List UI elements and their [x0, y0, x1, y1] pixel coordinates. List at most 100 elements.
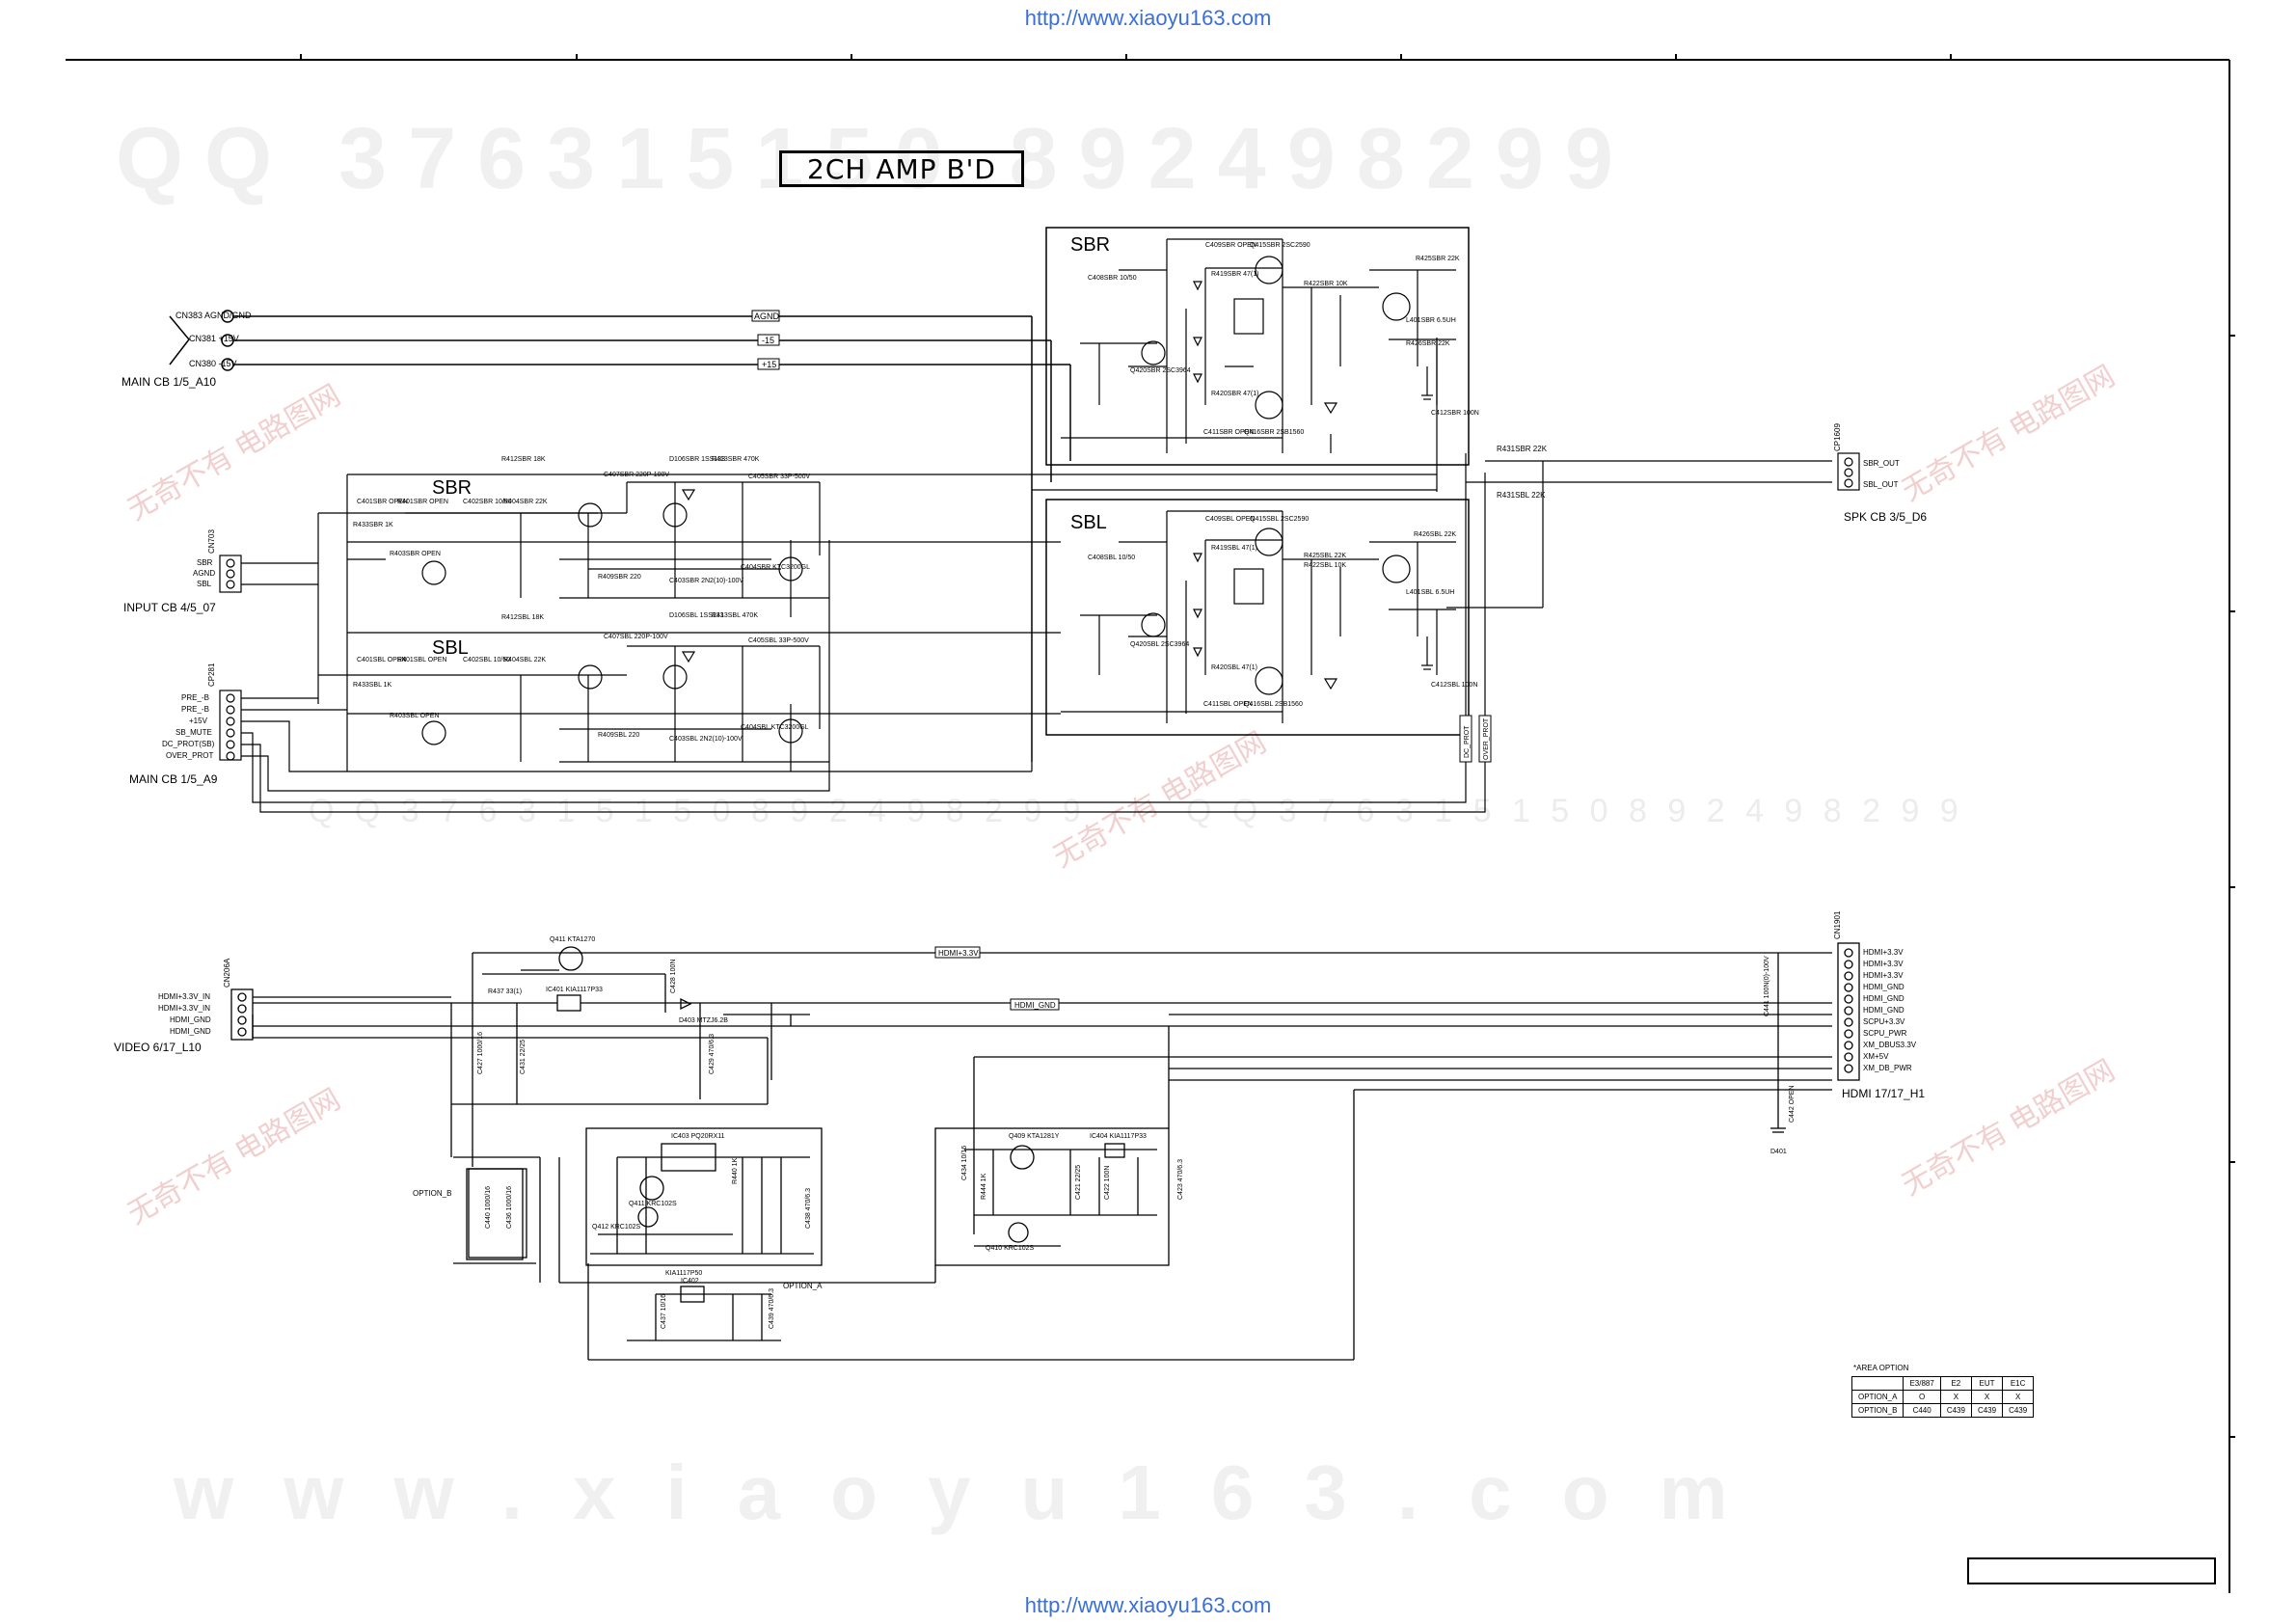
- part-c407sbr: C407SBR 220P-100V: [604, 472, 669, 478]
- part-r413sbl: R413SBL 470K: [712, 612, 758, 619]
- sbl-output-block: [1045, 499, 1470, 736]
- a9-pin-3: +15V: [189, 717, 208, 725]
- sbl-pre-title: SBL: [432, 637, 469, 659]
- part-r409sbr: R409SBR 220: [598, 574, 641, 581]
- part-q410: Q410 KRC102S: [986, 1245, 1035, 1252]
- input-pin-sbr: SBR: [197, 558, 213, 567]
- part-c402sbl: C402SBL 10/50: [463, 657, 510, 663]
- a9-pin-1: PRE_-B: [181, 693, 209, 702]
- hdmi-pin-1: HDMI+3.3V: [1863, 948, 1904, 957]
- part-c408sbl: C408SBL 10/50: [1088, 555, 1135, 561]
- spk-pin-sbl-out: SBL_OUT: [1863, 480, 1899, 489]
- part-c411sbl: C411SBL OPEN: [1203, 701, 1253, 708]
- part-c412sbl: C412SBL 100N: [1431, 682, 1477, 689]
- table-cell: EUT: [1970, 1376, 2004, 1391]
- part-l401sbl: L401SBL 6.5UH: [1406, 589, 1454, 596]
- part-r426sbr: R426SBR 22K: [1406, 340, 1450, 347]
- a9-pin-6: OVER_PROT: [166, 751, 213, 760]
- watermark-cn-4: 无奇不有 电路图网: [1897, 1054, 2120, 1202]
- hdmi-pin-8: SCPU_PWR: [1863, 1029, 1907, 1038]
- area-option-title: *AREA OPTION: [1853, 1364, 1909, 1372]
- hdmi-pin-3: HDMI+3.3V: [1863, 971, 1904, 980]
- part-c423: C423 470/6.3: [1177, 1159, 1184, 1200]
- part-r426sbl: R426SBL 22K: [1414, 531, 1456, 538]
- input-cb-label: INPUT CB 4/5_07: [123, 601, 216, 614]
- net-dc-prot: DC_PROT: [1464, 725, 1471, 758]
- part-q412: Q412 KRC102S: [592, 1224, 641, 1231]
- main-cb-a10-label: MAIN CB 1/5_A10: [122, 375, 216, 389]
- part-c440: C440 1000/16: [485, 1186, 492, 1229]
- watermark-site-large: www.xiaoyu163.com: [173, 1449, 1778, 1535]
- watermark-cn-3: 无奇不有 电路图网: [122, 1083, 346, 1231]
- part-ic401: IC401 KIA1117P33: [546, 987, 603, 993]
- part-c409sbl: C409SBL OPEN: [1205, 516, 1256, 523]
- part-q416sbl: Q416SBL 2SB1560: [1244, 701, 1303, 708]
- part-c428: C428 100N: [670, 960, 677, 993]
- part-c408sbr: C408SBR 10/50: [1088, 275, 1137, 282]
- watermark-cn-1: 无奇不有 电路图网: [122, 379, 346, 527]
- table-cell: [1850, 1376, 1904, 1391]
- part-r437: R437 33(1): [488, 988, 522, 995]
- r431sbr: R431SBR 22K: [1497, 445, 1548, 453]
- part-q420sbl: Q420SBL 2SC3964: [1130, 641, 1189, 648]
- hdmi-pin-2: HDMI+3.3V: [1863, 960, 1904, 968]
- part-r422sbr: R422SBR 10K: [1304, 281, 1348, 287]
- part-r412sbl: R412SBL 18K: [501, 614, 544, 621]
- part-r403sbr: R403SBR OPEN: [390, 551, 441, 557]
- part-c429: C429 470/6.3: [709, 1034, 716, 1074]
- watermark-url-bottom: http://www.xiaoyu163.com: [1024, 1593, 1272, 1617]
- cp281-ref: CP281: [207, 663, 216, 687]
- part-r425sbr: R425SBR 22K: [1416, 256, 1460, 262]
- part-r419sbr: R419SBR 47(1): [1211, 271, 1258, 278]
- part-d106sbr: D106SBR 1SS133: [669, 456, 725, 463]
- part-c438: C438 470/6.3: [805, 1188, 812, 1229]
- part-c436: C436 1000/16: [506, 1186, 513, 1229]
- net-hdmi-gnd: HDMI_GND: [1014, 1001, 1056, 1010]
- sbr-pre-title: SBR: [432, 477, 472, 499]
- r431sbl: R431SBL 22K: [1497, 491, 1546, 500]
- main-cb-a9-label: MAIN CB 1/5_A9: [129, 772, 218, 786]
- part-c411sbr: C411SBR OPEN: [1203, 429, 1254, 436]
- cn206a-ref: CN206A: [223, 958, 231, 988]
- net-over-prot: OVER_PROT: [1483, 717, 1490, 760]
- cn703-ref: CN703: [207, 529, 216, 554]
- part-c409sbr: C409SBR OPEN: [1205, 242, 1256, 249]
- cp1609-ref: CP1609: [1833, 423, 1842, 451]
- net-hdmi33: HDMI+3.3V: [938, 949, 979, 958]
- title-block-box: [1967, 1557, 2216, 1584]
- part-q415sbr: Q415SBR 2SC2590: [1250, 242, 1310, 249]
- video-pin-3: HDMI_GND: [170, 1015, 211, 1024]
- watermark-qq-large: QQ 376315150 892498299: [116, 111, 1634, 207]
- part-r422sbl: R422SBL 10K: [1304, 562, 1346, 569]
- a9-pin-4: SB_MUTE: [176, 728, 212, 737]
- part-c437: C437 10/16: [661, 1294, 667, 1329]
- part-c402sbr: C402SBR 10/50: [463, 499, 512, 505]
- part-r401sbl: R401SBL OPEN: [397, 657, 447, 663]
- hdmi-pin-5: HDMI_GND: [1863, 994, 1904, 1003]
- part-r420sbr: R420SBR 47(1): [1211, 391, 1258, 397]
- table-cell: C439: [1939, 1403, 1972, 1418]
- area-option-table: E3/887 E2 EUT E1C OPTION_A O X X X OPTIO…: [1850, 1376, 2035, 1418]
- part-c412sbr: C412SBR 100N: [1431, 410, 1479, 417]
- table-cell: OPTION_A: [1850, 1390, 1904, 1404]
- part-q420sbr: Q420SBR 2SC3964: [1130, 367, 1191, 374]
- table-cell: X: [2002, 1390, 2035, 1404]
- part-ic404: IC404 KIA1117P33: [1090, 1133, 1147, 1140]
- part-c422: C422 100N: [1104, 1166, 1111, 1200]
- cn381-label: CN381 +15V: [189, 334, 239, 343]
- part-kia1117p50: KIA1117P50: [665, 1270, 702, 1277]
- net-option-a: OPTION_A: [783, 1282, 823, 1290]
- net-label-agnd: AGND: [754, 311, 780, 321]
- part-q409: Q409 KTA1281Y: [1009, 1133, 1060, 1140]
- a9-pin-5: DC_PROT(SB): [162, 740, 215, 748]
- table-cell: C439: [2002, 1403, 2035, 1418]
- part-r412sbr: R412SBR 18K: [501, 456, 546, 463]
- part-r413sbr: R413SBR 470K: [712, 456, 760, 463]
- part-c401sbr: C401SBR OPEN: [357, 499, 408, 505]
- table-row: E3/887 E2 EUT E1C: [1850, 1376, 2035, 1391]
- hdmi-pin-11: XM_DB_PWR: [1863, 1064, 1912, 1072]
- video-pin-1: HDMI+3.3V_IN: [158, 992, 210, 1001]
- cn380-label: CN380 -15V: [189, 359, 237, 368]
- part-d401: D401: [1770, 1149, 1787, 1155]
- part-r401sbr: R401SBR OPEN: [397, 499, 448, 505]
